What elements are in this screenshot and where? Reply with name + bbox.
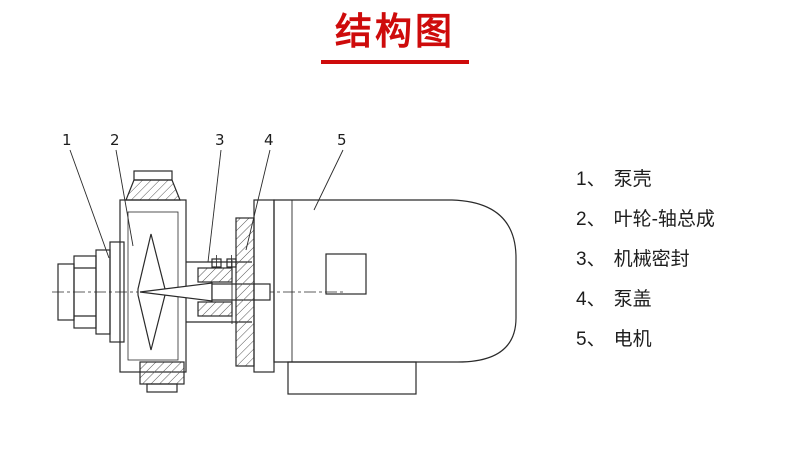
motor-body <box>273 199 517 363</box>
legend-item-pump-casing: 1、 泵壳 <box>576 170 715 189</box>
legend-item-number: 3、 <box>576 249 606 270</box>
legend-item-label: 机械密封 <box>613 249 690 270</box>
title-underline-divider <box>321 60 469 65</box>
legend-item-label: 泵盖 <box>613 289 652 310</box>
callout-leader-lines <box>69 149 344 263</box>
legend-item-impeller-shaft: 2、 叶轮-轴总成 <box>576 210 715 229</box>
page-header: 结构图 <box>0 10 790 65</box>
legend-item-number: 2、 <box>576 209 606 230</box>
callout-number-2: 2 <box>110 131 120 149</box>
legend-item-label: 泵壳 <box>613 169 652 190</box>
parts-legend: 1、 泵壳 2、 叶轮-轴总成 3、 机械密封 4、 泵盖 5、 电机 <box>576 170 715 370</box>
legend-item-number: 5、 <box>576 329 606 350</box>
legend-item-mechanical-seal: 3、 机械密封 <box>576 250 715 269</box>
legend-item-label: 电机 <box>613 329 652 350</box>
legend-item-number: 1、 <box>576 169 606 190</box>
legend-item-pump-cover: 4、 泵盖 <box>576 290 715 309</box>
legend-item-number: 4、 <box>576 289 606 310</box>
callout-number-4: 4 <box>264 131 274 149</box>
page-title: 结构图 <box>335 11 455 52</box>
motor-base <box>287 361 417 395</box>
suction-inlet <box>57 241 125 343</box>
callout-number-5: 5 <box>337 131 347 149</box>
callout-number-3: 3 <box>215 131 225 149</box>
callout-number-1: 1 <box>62 131 72 149</box>
legend-item-label: 叶轮-轴总成 <box>613 209 715 230</box>
pump-casing <box>119 170 187 393</box>
legend-item-motor: 5、 电机 <box>576 330 715 349</box>
